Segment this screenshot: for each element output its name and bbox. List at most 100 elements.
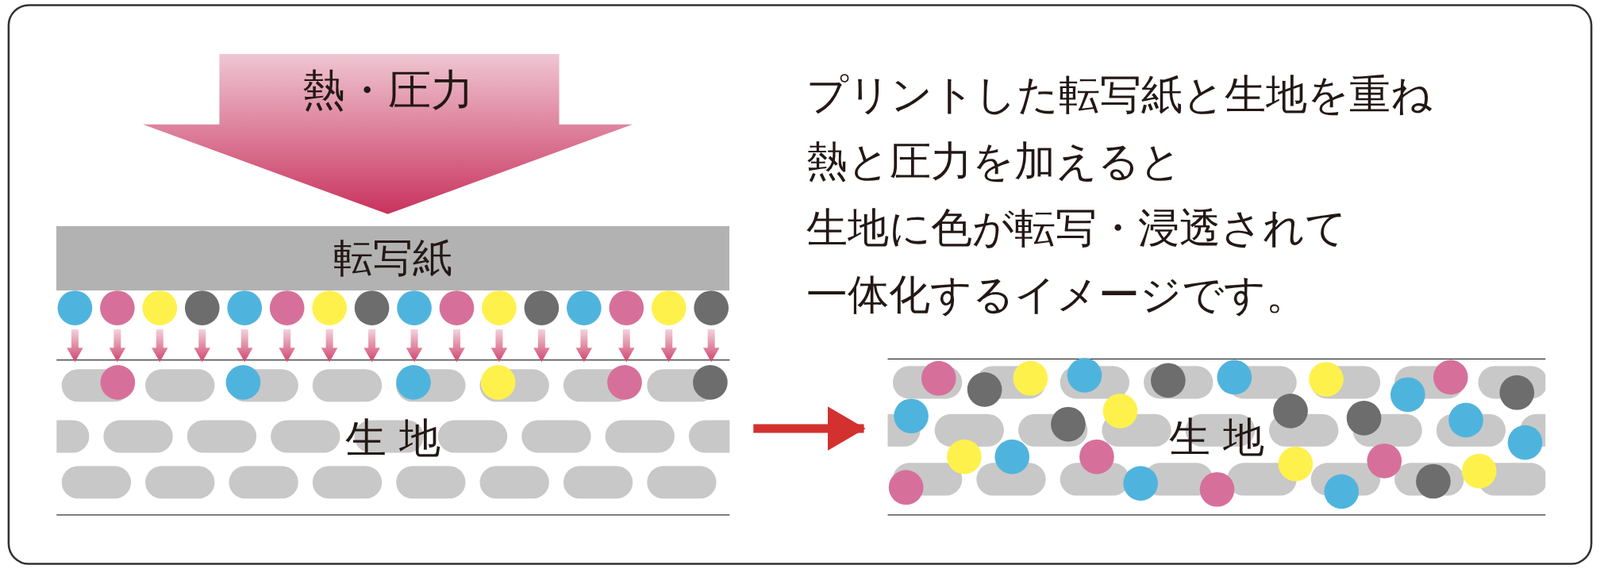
ink-dot	[354, 290, 390, 326]
ink-dot	[311, 290, 347, 326]
ink-dot	[1278, 446, 1314, 482]
ink-dot	[607, 365, 643, 400]
ink-dot	[1507, 425, 1543, 461]
transfer-arrow	[278, 329, 296, 362]
transfer-paper: 転写紙	[56, 226, 731, 291]
fabric-edge	[56, 514, 730, 516]
ink-dot	[994, 439, 1030, 475]
arrow-outline	[142, 53, 633, 215]
node-text: 生 地	[1169, 415, 1266, 461]
ink-dot	[1390, 376, 1426, 412]
transfer-arrow	[406, 329, 424, 362]
node-text: 熱・圧力	[302, 66, 474, 114]
transfer-arrows	[66, 329, 720, 362]
ink-dot	[1433, 360, 1469, 396]
ink-dot	[1273, 393, 1308, 429]
fiber	[187, 419, 257, 453]
heat-pressure-arrow: 熱・圧力	[142, 53, 633, 215]
ink-dots	[57, 290, 1543, 509]
ink-dot	[1461, 453, 1497, 489]
fiber	[396, 465, 466, 499]
frame-border	[8, 4, 1592, 564]
ink-dot	[888, 469, 924, 505]
ink-dot	[921, 361, 957, 397]
transfer-arrow	[363, 329, 381, 362]
ink-dot	[1499, 375, 1535, 411]
ink-dot	[1050, 407, 1086, 443]
ink-dot	[893, 398, 929, 434]
transfer-arrow	[618, 329, 635, 362]
ink-dot	[692, 365, 728, 400]
ink-dot	[1200, 472, 1235, 508]
fiber	[521, 419, 591, 453]
ink-dot	[1415, 464, 1451, 500]
fiber	[312, 369, 382, 402]
fiber	[438, 419, 508, 453]
ink-dot	[226, 365, 262, 400]
description-text: プリントした転写紙と生地を重ね 熱と圧力を加えると 生地に色が転写・浸透されて …	[806, 61, 1489, 328]
ink-dot	[396, 365, 431, 400]
fiber	[312, 465, 382, 499]
ink-dot	[142, 290, 177, 326]
fabric-edge	[888, 358, 1547, 360]
ink-dot	[1323, 474, 1359, 510]
ink-dot	[693, 290, 729, 326]
ink-dot	[184, 290, 220, 326]
transfer-arrow	[151, 329, 169, 362]
transfer-arrow	[321, 329, 339, 362]
ink-dot	[1103, 393, 1139, 429]
ink-dot	[439, 290, 475, 326]
fiber	[688, 419, 730, 453]
ink-dot	[1067, 357, 1103, 393]
ink-dot	[396, 290, 432, 326]
fiber	[480, 465, 550, 499]
fiber	[145, 465, 215, 499]
fiber	[56, 419, 89, 453]
ink-dot	[946, 439, 982, 475]
ink-dot	[566, 290, 602, 326]
fabric-edge	[56, 359, 730, 361]
ink-dot	[1217, 360, 1253, 396]
fabric: 生 地	[56, 363, 731, 515]
transfer-arrow	[109, 329, 127, 362]
ink-dot	[1150, 362, 1186, 398]
ink-dot	[1013, 361, 1049, 397]
fabric-edge	[888, 514, 1547, 516]
transfer-arrow	[448, 329, 466, 362]
ink-dot	[608, 290, 644, 326]
ink-dot	[480, 365, 516, 400]
transfer-arrow	[533, 329, 550, 362]
fiber	[103, 419, 173, 453]
flow-arrow	[753, 424, 864, 434]
fiber	[270, 419, 340, 453]
ink-dot	[269, 290, 305, 326]
transfer-arrow	[576, 329, 593, 362]
ink-dot	[1366, 443, 1402, 479]
ink-dot	[1346, 400, 1382, 436]
transfer-arrow	[66, 329, 84, 362]
ink-dot	[481, 290, 517, 326]
fiber	[145, 369, 215, 402]
ink-dot	[100, 290, 135, 326]
ink-dot	[100, 365, 136, 400]
ink-dot	[1448, 403, 1484, 439]
ink-dot	[967, 372, 1003, 408]
node-text: 生 地	[345, 415, 442, 462]
fiber	[61, 465, 131, 499]
fiber	[646, 465, 716, 499]
ink-dot	[57, 290, 93, 326]
transfer-arrow	[491, 329, 508, 362]
transfer-arrow	[703, 329, 720, 362]
ink-dot	[651, 290, 687, 326]
transfer-arrow	[193, 329, 211, 362]
ink-dot	[1079, 439, 1115, 475]
ink-dot	[226, 290, 262, 326]
fiber	[563, 465, 633, 499]
node-text: 転写紙	[333, 236, 453, 281]
ink-dot	[1123, 465, 1158, 501]
ink-dot	[524, 290, 560, 326]
ink-dot	[1308, 361, 1344, 397]
transfer-arrow	[236, 329, 254, 362]
fiber	[605, 419, 675, 453]
